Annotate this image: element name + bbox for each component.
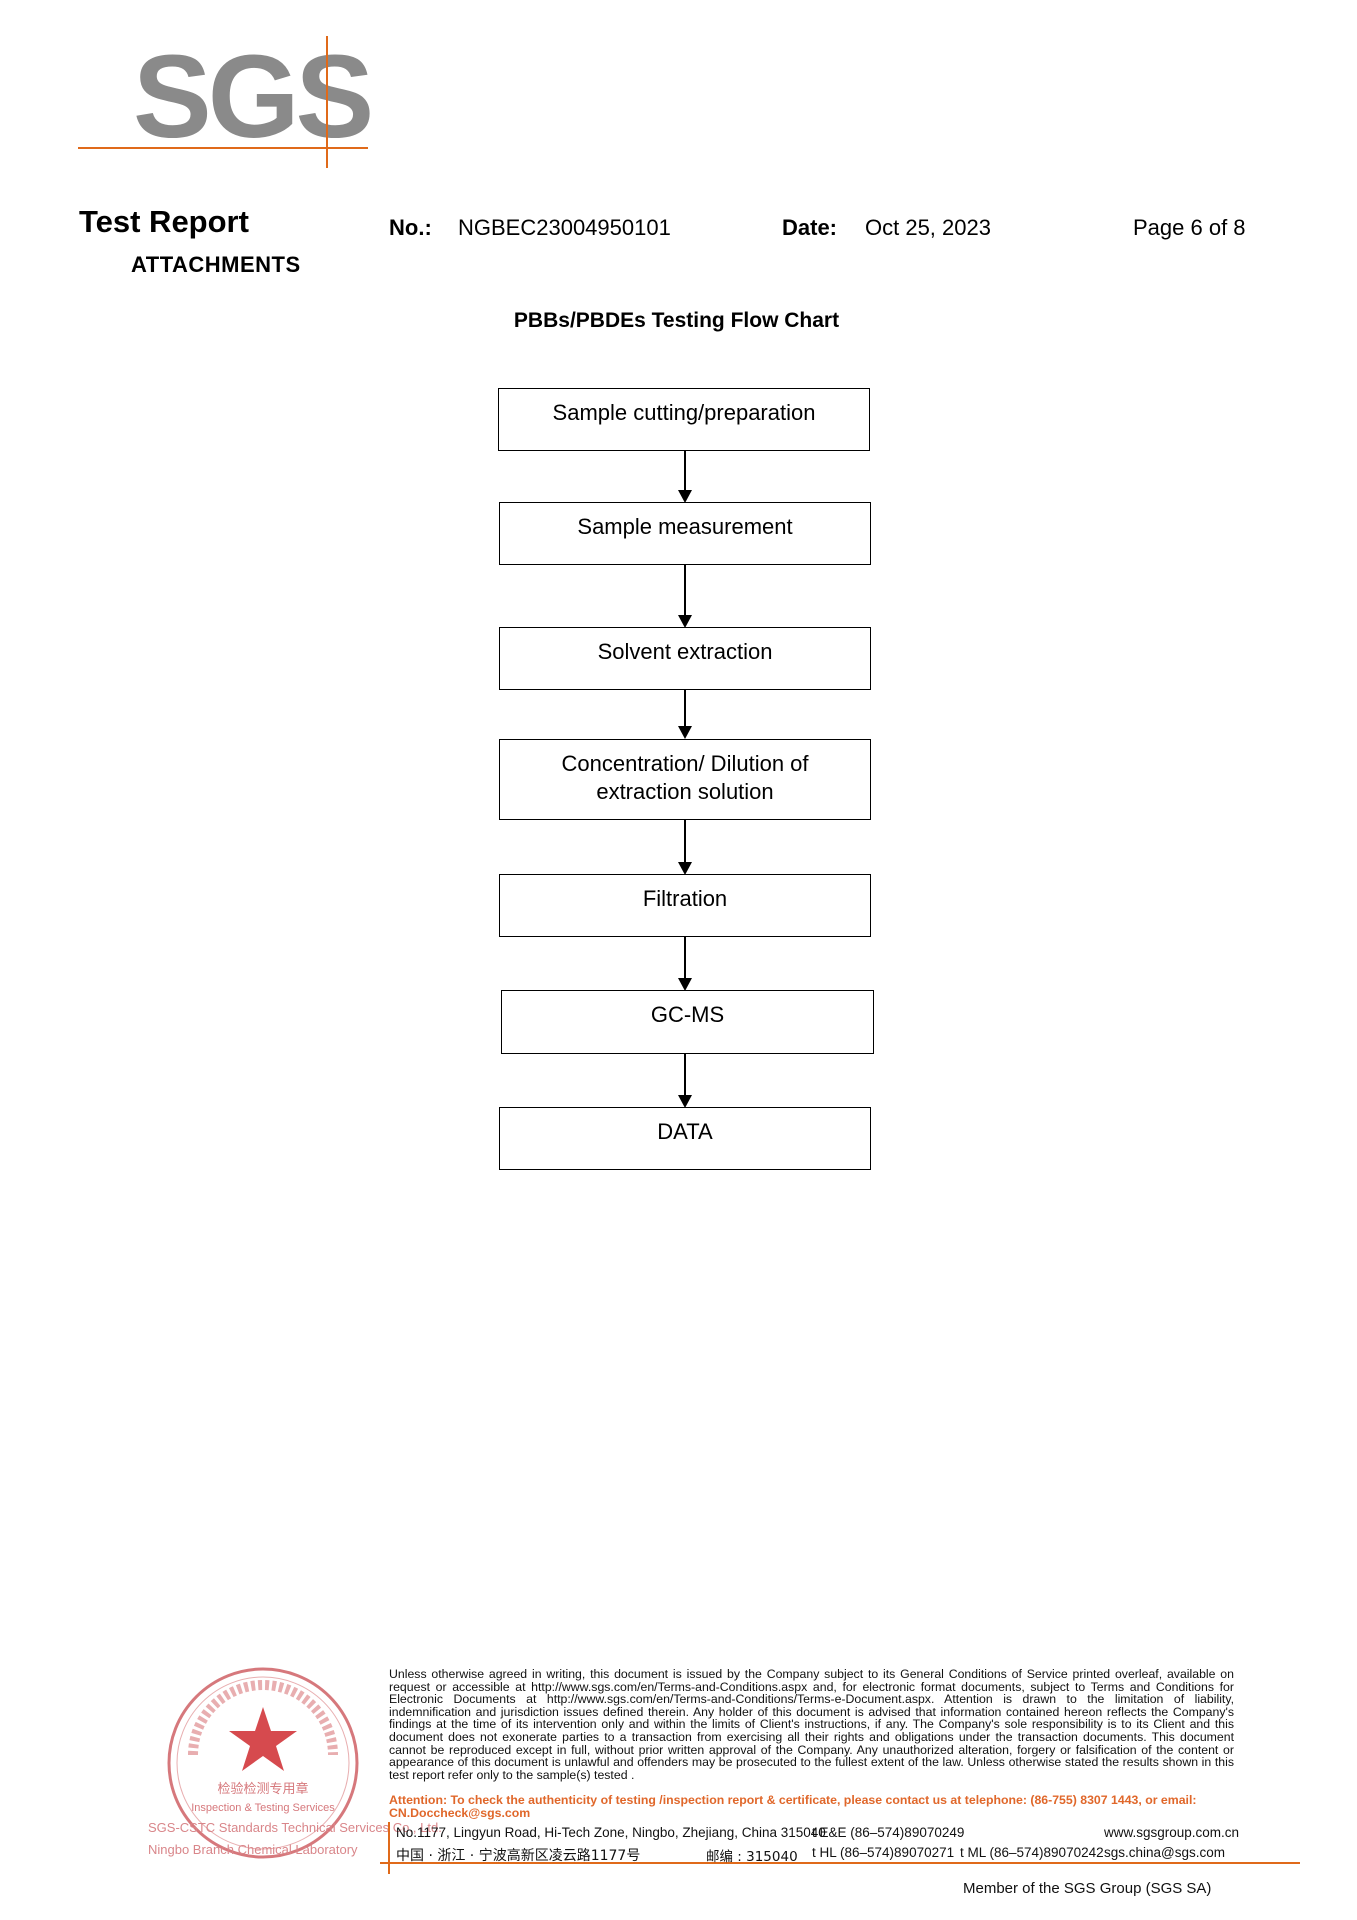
logo-divider-vertical: [326, 36, 328, 168]
seal-company-text: SGS-CSTC Standards Technical Services Co…: [148, 1820, 442, 1835]
footer-vertical-rule: [388, 1822, 390, 1874]
flow-arrow: [678, 690, 692, 739]
page-number: Page 6 of 8: [1133, 215, 1246, 240]
company-seal-icon: 检验检测专用章 Inspection & Testing Services: [167, 1667, 359, 1859]
phone-hl: t HL (86–574)89070271: [812, 1845, 955, 1860]
flow-arrow: [678, 937, 692, 991]
address-chinese: 中国 · 浙江 · 宁波高新区凌云路1177号: [396, 1848, 641, 1864]
section-title: ATTACHMENTS: [131, 252, 301, 277]
member-statement: Member of the SGS Group (SGS SA): [963, 1880, 1212, 1897]
email-link[interactable]: sgs.china@sgs.com: [1104, 1845, 1225, 1860]
flow-arrow: [678, 565, 692, 628]
sgs-logo: SGS: [78, 30, 374, 170]
legal-disclaimer: Unless otherwise agreed in writing, this…: [389, 1667, 1234, 1782]
flow-step-sample-preparation: Sample cutting/preparation: [498, 388, 870, 451]
flow-arrow: [678, 1054, 692, 1108]
svg-text:检验检测专用章: 检验检测专用章: [217, 1781, 308, 1797]
flow-step-concentration-dilution: Concentration/ Dilution of extraction so…: [499, 739, 871, 820]
address-english: No.1177, Lingyun Road, Hi-Tech Zone, Nin…: [396, 1825, 826, 1840]
flow-arrow: [678, 451, 692, 503]
flow-step-sample-measurement: Sample measurement: [499, 502, 871, 565]
svg-text:Inspection & Testing Services: Inspection & Testing Services: [191, 1802, 335, 1814]
report-number-label: No.:: [389, 215, 432, 240]
seal-branch-text: Ningbo Branch Chemical Laboratory: [148, 1842, 358, 1857]
website-link[interactable]: www.sgsgroup.com.cn: [1104, 1825, 1240, 1840]
footer-horizontal-rule: [380, 1862, 1300, 1864]
date-label: Date:: [782, 215, 838, 240]
phone-ml: t ML (86–574)89070242: [960, 1845, 1104, 1860]
flow-step-data: DATA: [499, 1107, 871, 1170]
flow-step-gc-ms: GC-MS: [501, 990, 874, 1054]
flow-step-filtration: Filtration: [499, 874, 871, 937]
flow-arrow: [678, 820, 692, 875]
report-title: Test Report: [79, 204, 249, 239]
report-date: Oct 25, 2023: [865, 215, 991, 240]
authenticity-notice: Attention: To check the authenticity of …: [389, 1793, 1197, 1820]
logo-divider-horizontal: [78, 147, 368, 149]
report-number: NGBEC23004950101: [458, 215, 671, 240]
flow-step-solvent-extraction: Solvent extraction: [499, 627, 871, 690]
logo-text: SGS: [133, 31, 374, 163]
postcode: 邮编 : 315040: [706, 1849, 798, 1865]
flow-chart-title: PBBs/PBDEs Testing Flow Chart: [513, 309, 840, 332]
phone-ee: t E&E (86–574)89070249: [812, 1825, 965, 1840]
